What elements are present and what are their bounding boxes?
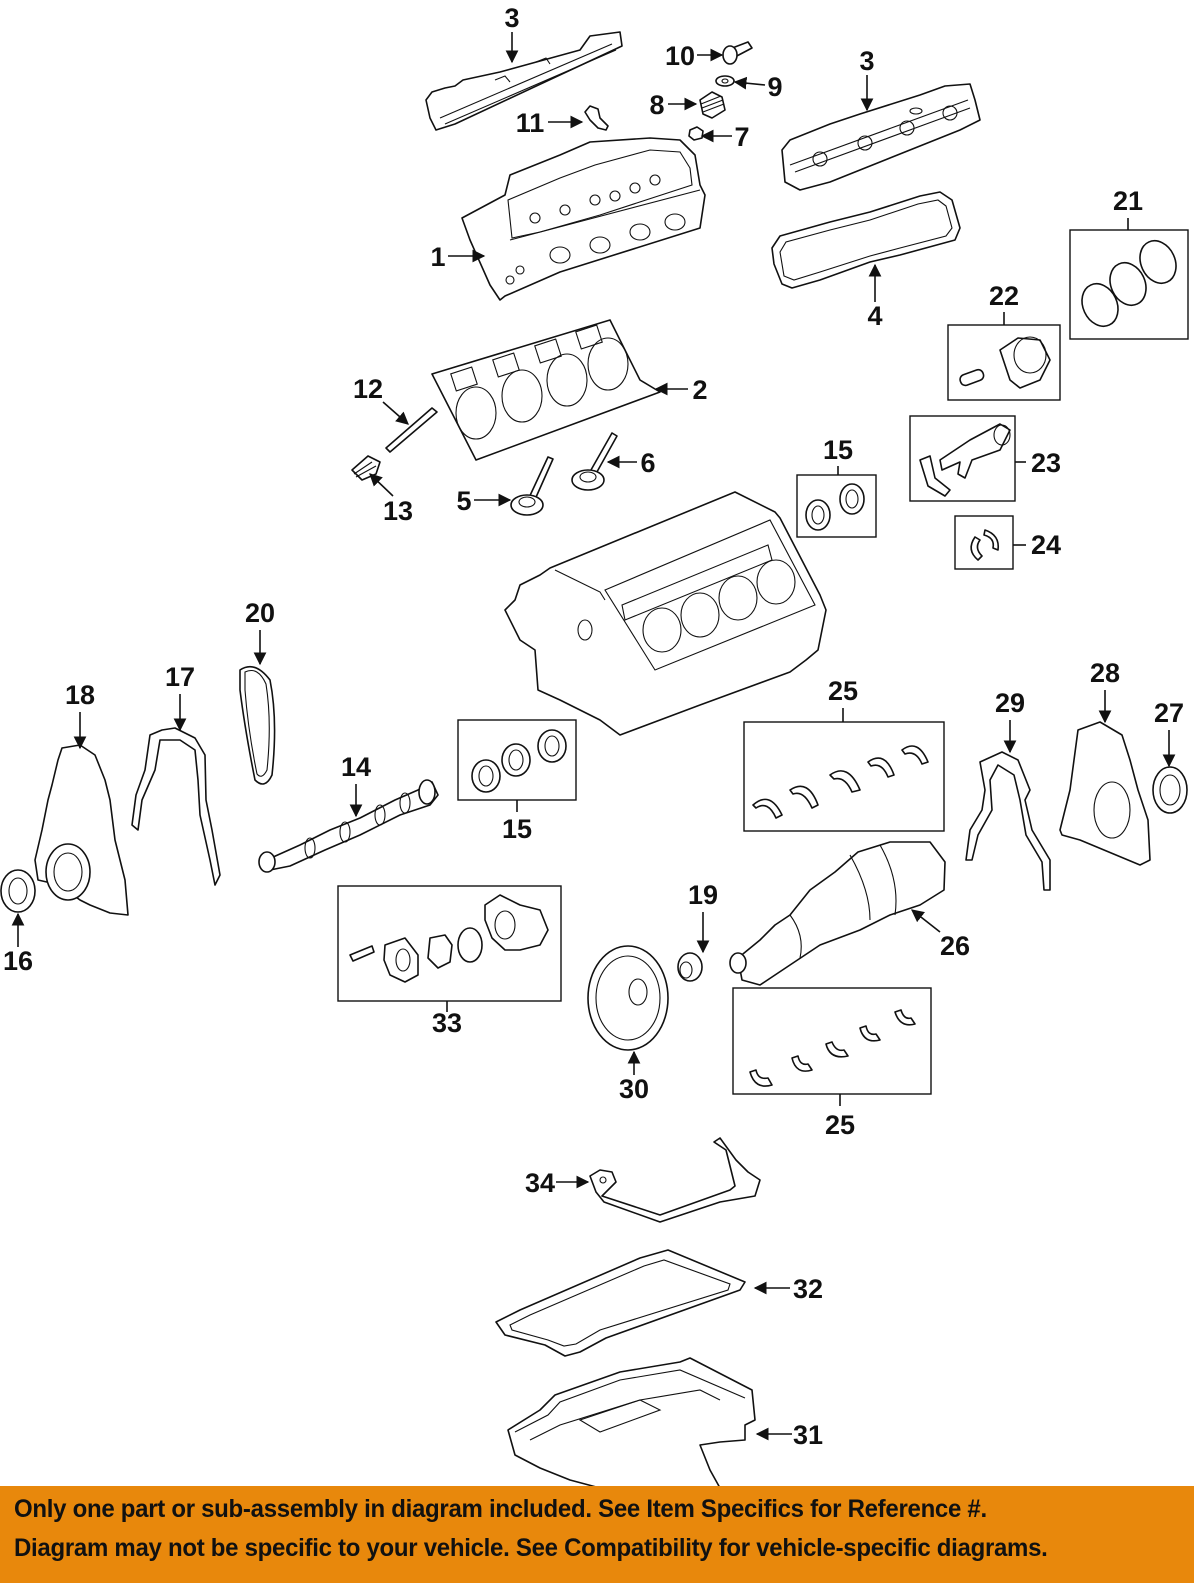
timing-cover-gasket-part: [131, 727, 221, 886]
callout-18: 18: [65, 680, 95, 710]
disclaimer-banner: Only one part or sub-assembly in diagram…: [0, 1486, 1194, 1583]
harmonic-balancer-part: [587, 945, 669, 1051]
callout-5: 5: [456, 486, 471, 516]
callout-15-lower: 15: [502, 814, 532, 844]
camshaft-part: [258, 779, 439, 873]
callout-20: 20: [245, 598, 275, 628]
rod-bearings-part: [954, 515, 1014, 570]
rear-main-seal-part: [1152, 766, 1188, 814]
valve-cover-gasket-part: [771, 191, 961, 289]
oil-pump-part: [337, 885, 562, 1002]
connecting-rod-part: [909, 415, 1016, 502]
callout-8: 8: [649, 90, 664, 120]
rocker-bolt-part: [722, 41, 753, 65]
timing-chain-part: [239, 665, 276, 785]
callout-31: 31: [793, 1420, 823, 1450]
callout-2: 2: [692, 375, 707, 405]
main-bearings-upper-part: [743, 721, 945, 832]
callout-13: 13: [383, 496, 413, 526]
intake-valve-part: [510, 456, 554, 516]
cam-bearings-upper-part: [796, 474, 877, 538]
callout-labels: 3 10 9 8 11 7 3 1 21 4 22 12 2 6 23 13 5…: [3, 3, 1184, 1450]
valve-cover-left-part: [425, 31, 623, 131]
callout-22: 22: [989, 281, 1019, 311]
disclaimer-line-1: Only one part or sub-assembly in diagram…: [14, 1495, 987, 1523]
engine-block-part: [504, 491, 827, 736]
callout-4: 4: [867, 301, 882, 331]
disclaimer-line-2: Diagram may not be specific to your vehi…: [14, 1534, 1048, 1562]
callout-11: 11: [516, 108, 545, 138]
callout-32: 32: [793, 1274, 823, 1304]
rear-cover-gasket-part: [965, 751, 1051, 891]
callout-28: 28: [1090, 658, 1120, 688]
exhaust-valve-part: [571, 432, 618, 491]
crank-sprocket-part: [677, 952, 703, 982]
callout-33: 33: [432, 1008, 462, 1038]
callout-21: 21: [1113, 186, 1143, 216]
rear-seal-housing-part: [1059, 721, 1151, 866]
piston-rings-part: [1069, 229, 1189, 340]
callout-29: 29: [995, 688, 1025, 718]
engine-parts-diagram: 3 10 9 8 11 7 3 1 21 4 22 12 2 6 23 13 5…: [0, 3, 1189, 1489]
rocker-arm-part: [584, 105, 609, 131]
main-bearings-lower-part: [732, 987, 932, 1095]
oil-pickup-part: [589, 1137, 761, 1223]
callout-17: 17: [165, 662, 195, 692]
callout-25-upper: 25: [828, 676, 858, 706]
cam-bearings-lower-part: [457, 719, 577, 801]
callout-10: 10: [665, 41, 695, 71]
callout-27: 27: [1154, 698, 1184, 728]
valve-cover-right-part: [781, 83, 981, 191]
callout-12: 12: [353, 374, 383, 404]
callout-7: 7: [734, 122, 749, 152]
callout-26: 26: [940, 931, 970, 961]
front-seal-part: [0, 869, 36, 913]
callout-34: 34: [525, 1168, 555, 1198]
callout-3-right: 3: [859, 46, 874, 76]
crankshaft-part: [729, 841, 946, 986]
callout-24: 24: [1031, 530, 1061, 560]
valve-keeper-part: [688, 126, 704, 141]
oil-pan-part: [507, 1357, 756, 1489]
timing-cover-part: [34, 744, 129, 916]
callout-19: 19: [688, 880, 718, 910]
cylinder-head-part: [461, 137, 706, 301]
valve-spring-part: [699, 91, 726, 119]
callout-16: 16: [3, 946, 33, 976]
callout-3-left: 3: [504, 3, 519, 33]
callout-1: 1: [430, 242, 445, 272]
washer-part: [715, 75, 735, 87]
head-gasket-part: [431, 319, 661, 461]
oil-pan-gasket-part: [495, 1249, 746, 1357]
callout-15-upper: 15: [823, 435, 853, 465]
piston-part: [947, 324, 1061, 401]
lifter-part: [351, 455, 381, 481]
pushrod-part: [385, 407, 438, 453]
leader-lines: [11, 32, 1176, 1441]
callout-25-lower: 25: [825, 1110, 855, 1140]
callout-14: 14: [341, 752, 371, 782]
callout-30: 30: [619, 1074, 649, 1104]
callout-23: 23: [1031, 448, 1061, 478]
callout-6: 6: [640, 448, 655, 478]
callout-9: 9: [767, 72, 782, 102]
